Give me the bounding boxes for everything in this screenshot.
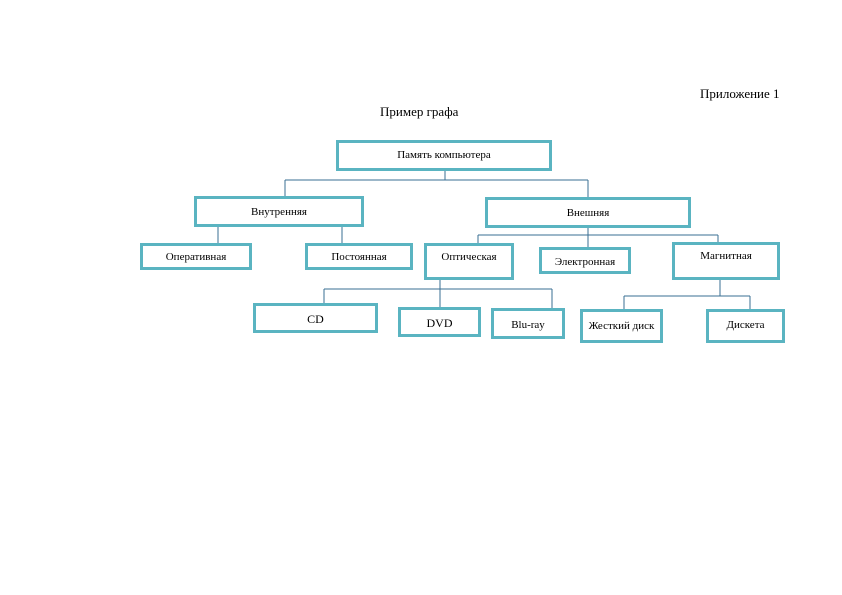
node-optical: Оптическая: [424, 243, 514, 280]
appendix-label: Приложение 1: [700, 86, 780, 101]
node-bluray-label: Blu-ray: [511, 319, 545, 331]
node-computer-memory-label: Память компьютера: [397, 149, 491, 161]
node-magnetic-label: Магнитная: [700, 250, 752, 262]
node-cd: CD: [253, 303, 378, 333]
node-dvd: DVD: [398, 307, 481, 337]
diagram-title: Пример графа: [380, 104, 459, 119]
node-external-label: Внешняя: [566, 207, 610, 219]
node-cd-label: CD: [307, 312, 324, 326]
node-rom-label: Постоянная: [331, 251, 387, 263]
node-ram-label: Оперативная: [165, 251, 227, 263]
node-optical-label: Оптическая: [441, 251, 497, 263]
node-electronic: Электронная: [539, 247, 631, 274]
node-external: Внешняя: [485, 197, 691, 228]
node-dvd-label: DVD: [426, 316, 453, 330]
node-bluray: Blu-ray: [491, 308, 565, 339]
node-hdd: Жесткий диск: [580, 309, 663, 343]
node-floppy: Дискета: [706, 309, 785, 343]
node-magnetic: Магнитная: [672, 242, 780, 280]
node-hdd-label: Жесткий диск: [588, 320, 655, 332]
node-internal: Внутренняя: [194, 196, 364, 227]
node-ram: Оперативная: [140, 243, 252, 270]
node-computer-memory: Память компьютера: [336, 140, 552, 171]
node-electronic-label: Электронная: [554, 256, 616, 268]
node-rom: Постоянная: [305, 243, 413, 270]
node-floppy-label: Дискета: [726, 319, 765, 331]
node-internal-label: Внутренняя: [251, 206, 307, 218]
